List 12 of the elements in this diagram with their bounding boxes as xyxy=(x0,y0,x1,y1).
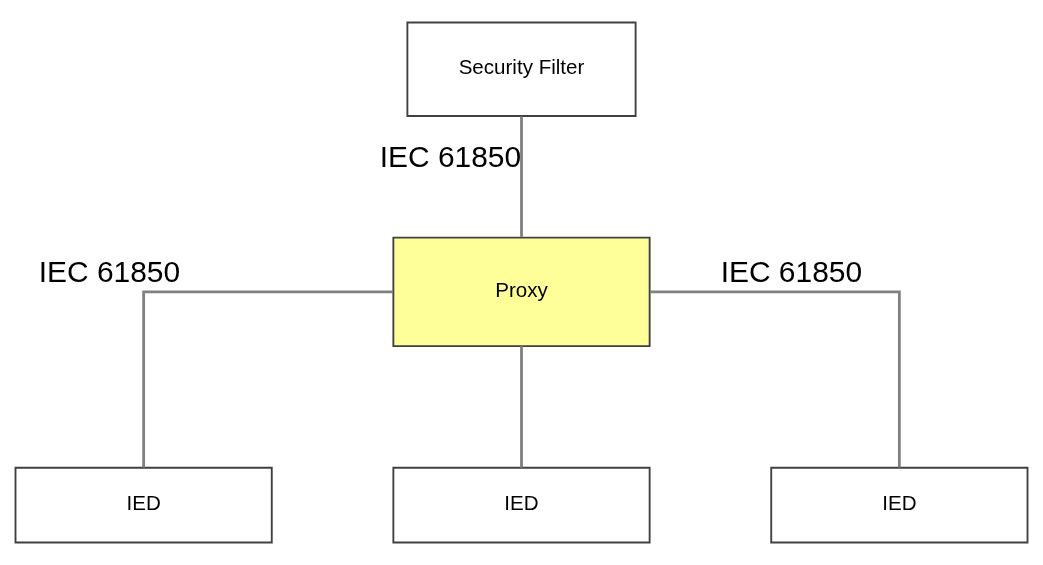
connector xyxy=(520,346,523,468)
edge-label: IEC 61850 xyxy=(379,139,522,173)
node-box: Proxy xyxy=(392,236,651,348)
node-box: Security Filter xyxy=(406,21,637,117)
node-box: IED xyxy=(770,466,1029,544)
connector xyxy=(520,116,523,237)
edge-label: IEC 61850 xyxy=(720,255,863,289)
connector xyxy=(649,290,901,468)
node-box: IED xyxy=(392,466,651,544)
connector xyxy=(142,290,394,468)
node-box: IED xyxy=(14,466,273,544)
edge-label: IEC 61850 xyxy=(38,255,181,289)
